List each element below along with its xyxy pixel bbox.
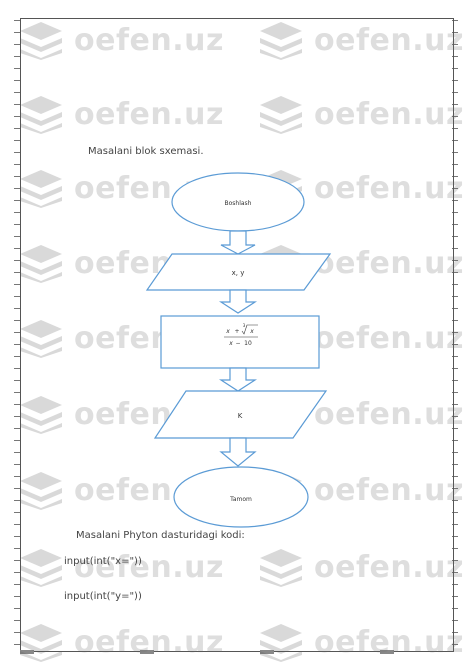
output-label: K	[238, 412, 243, 420]
formula-denominator-x: x	[228, 340, 233, 347]
flow-arrow-4	[219, 437, 257, 467]
formula-root-index: 3	[243, 323, 246, 328]
flow-arrow-3	[218, 367, 258, 392]
input-parallelogram	[145, 253, 332, 291]
flowchart-caption: Masalani blok sxemasi.	[88, 146, 204, 157]
formula-numerator-x: x	[225, 328, 230, 335]
output-parallelogram	[153, 390, 328, 439]
page-edge-bottom	[20, 650, 452, 654]
formula-numerator-op: +	[234, 328, 239, 335]
page-edge-left	[14, 20, 20, 650]
end-terminator	[173, 466, 309, 528]
end-label: Tamom	[229, 496, 252, 503]
page-edge-right	[452, 20, 458, 650]
code-line: input(int("x="))	[64, 556, 142, 567]
start-label: Boshlash	[225, 200, 252, 207]
formula: x + 3 x x − 10	[224, 323, 258, 347]
code-line: input(int("y="))	[64, 591, 142, 602]
flow-arrow-2	[218, 289, 258, 314]
formula-denominator-op: −	[235, 340, 240, 347]
process-rectangle	[160, 315, 320, 369]
python-code-caption: Masalani Phyton dasturidagi kodi:	[76, 530, 245, 541]
flow-arrow-1	[220, 230, 256, 255]
formula-denominator-num: 10	[244, 340, 252, 347]
formula-root-arg: x	[249, 328, 254, 335]
input-label: x, y	[232, 269, 245, 277]
formula-radical-sign	[241, 324, 258, 335]
